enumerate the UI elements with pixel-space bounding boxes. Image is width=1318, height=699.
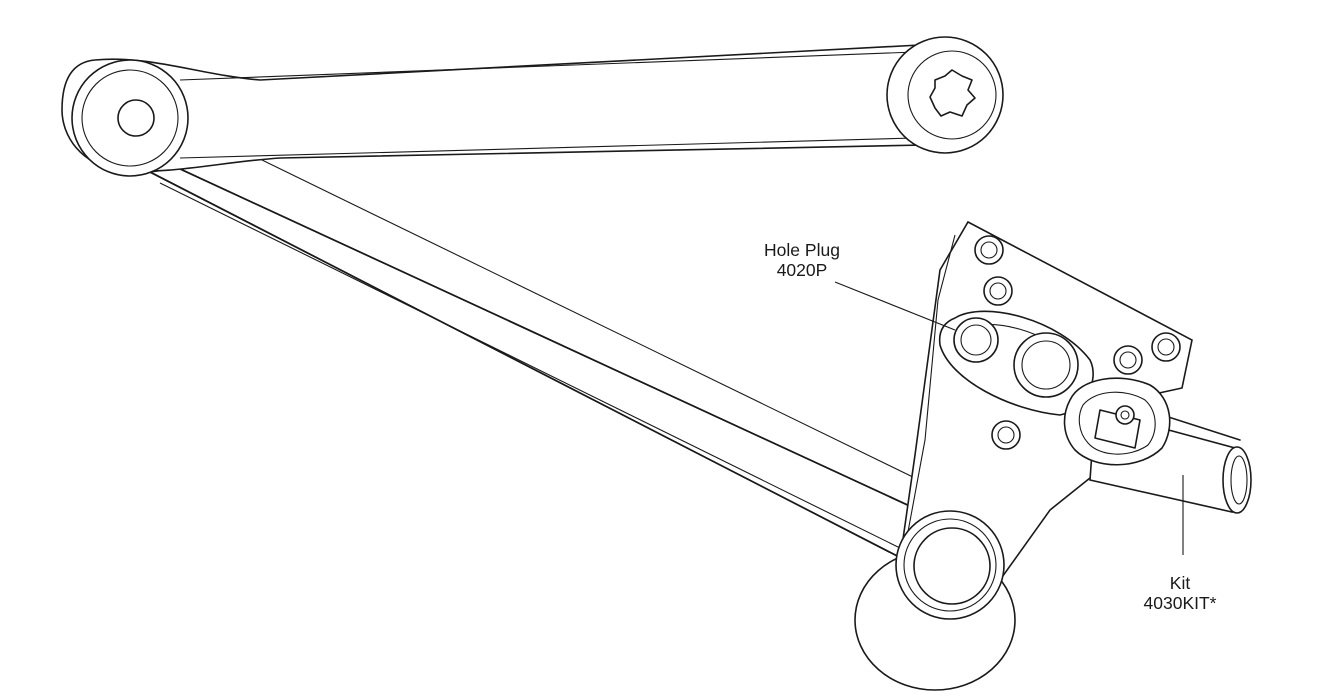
hole-plug-part-number: 4020P bbox=[776, 260, 828, 280]
bracket-screw-3 bbox=[1151, 332, 1181, 362]
hole-plug-name: Hole Plug bbox=[764, 240, 840, 260]
main-arm bbox=[61, 43, 986, 172]
kit-callout: Kit 4030KIT* bbox=[1120, 573, 1240, 613]
bracket-screw-5 bbox=[991, 420, 1021, 450]
hole-plug-callout: Hole Plug 4020P bbox=[742, 240, 862, 280]
forearm bbox=[147, 159, 961, 561]
left-pivot bbox=[71, 59, 189, 177]
kit-name: Kit bbox=[1169, 573, 1191, 593]
slot-boss bbox=[1013, 332, 1079, 398]
hole-plug-leader bbox=[834, 281, 956, 331]
bracket-screw-2 bbox=[983, 276, 1013, 306]
spindle-pivot bbox=[886, 36, 1004, 154]
lower-pivot bbox=[854, 510, 1016, 691]
kit-assembly bbox=[1063, 377, 1252, 514]
bracket-screw-1 bbox=[974, 235, 1004, 265]
bracket-screw-4 bbox=[1113, 345, 1143, 375]
hole-plug bbox=[953, 317, 999, 363]
kit-part-number: 4030KIT* bbox=[1143, 593, 1217, 613]
